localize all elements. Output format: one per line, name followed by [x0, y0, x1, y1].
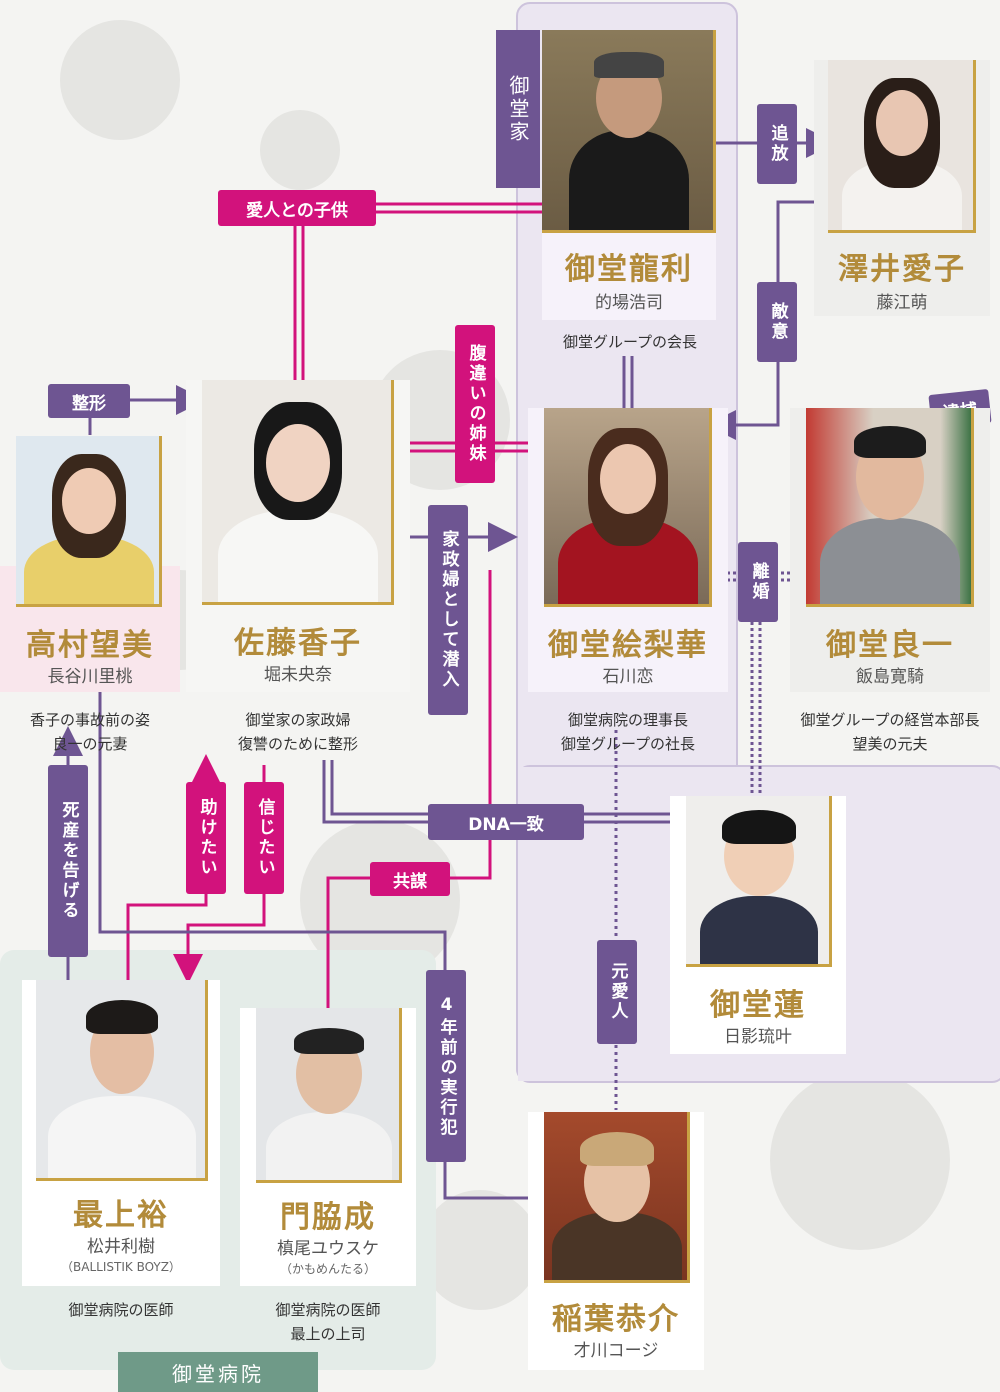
name-monwaki: 門脇成 — [280, 1200, 376, 1235]
desc-erika-line2: 御堂グループの社長 — [560, 735, 696, 753]
desc-mogami: 御堂病院の医師 — [68, 1301, 174, 1319]
desc-kyoko: 御堂家の家政婦 復讐のために整形 — [196, 708, 400, 756]
actor-erika: 石川恋 — [602, 667, 654, 687]
name-nozomi: 高村望美 — [26, 628, 154, 663]
card-erika[interactable]: 御堂絵梨華 石川恋 — [528, 408, 728, 692]
desc-monwaki: 御堂病院の医師 最上の上司 — [228, 1298, 428, 1346]
line-hannin — [98, 685, 546, 1200]
desc-ryoichi-line1: 御堂グループの経営本部長 — [800, 711, 980, 729]
actor-ryoichi: 飯島寛騎 — [856, 667, 924, 687]
card-aiko[interactable]: 澤井愛子 藤江萌 — [814, 60, 990, 316]
card-kyoko[interactable]: 佐藤香子 堀未央奈 — [186, 380, 410, 692]
hospital-zone-label: 御堂病院 — [118, 1352, 318, 1392]
desc-ryoichi: 御堂グループの経営本部長 望美の元夫 — [780, 708, 1000, 756]
label-dna: DNA一致 — [428, 804, 584, 840]
name-erika: 御堂絵梨華 — [548, 628, 708, 663]
portrait-inaba — [544, 1112, 690, 1280]
line-ryuri-erika — [622, 356, 634, 410]
actor-nozomi: 長谷川里桃 — [47, 667, 133, 687]
desc-erika-line1: 御堂病院の理事長 — [567, 711, 688, 729]
actor-inaba: 才川コージ — [573, 1341, 659, 1361]
portrait-ryoichi — [806, 408, 974, 604]
name-aiko: 澤井愛子 — [838, 252, 966, 287]
portrait-ryuri — [542, 30, 716, 230]
desc-nozomi-line1: 香子の事故前の姿 — [29, 711, 150, 729]
desc-nozomi: 香子の事故前の姿 良一の元妻 — [0, 708, 180, 756]
portrait-mogami — [36, 980, 208, 1178]
name-kyoko: 佐藤香子 — [234, 626, 362, 661]
label-kaseifu: 家政婦として潜入 — [428, 505, 468, 715]
name-mogami: 最上裕 — [73, 1198, 169, 1233]
label-aijin: 愛人との子供 — [218, 190, 376, 226]
label-teki: 敵意 — [757, 282, 797, 362]
card-nozomi[interactable]: 高村望美 長谷川里桃 — [0, 436, 180, 692]
sub-monwaki: （かもめんたる） — [279, 1262, 376, 1276]
actor-aiko: 藤江萌 — [876, 293, 928, 313]
portrait-aiko — [828, 60, 976, 230]
actor-monwaki: 槙尾ユウスケ — [277, 1239, 379, 1259]
portrait-monwaki — [256, 1008, 402, 1180]
actor-ren: 日影琉叶 — [724, 1027, 792, 1047]
label-rikon: 離婚 — [738, 542, 778, 622]
name-ryuri: 御堂龍利 — [565, 252, 693, 287]
card-mogami[interactable]: 最上裕 松井利樹 （BALLISTIK BOYZ） — [22, 980, 220, 1286]
desc-nozomi-line2: 良一の元妻 — [52, 735, 128, 753]
label-tasuke: 助けたい — [186, 782, 226, 894]
name-ryoichi: 御堂良一 — [826, 628, 954, 663]
label-seikei: 整形 — [48, 384, 130, 418]
card-ryoichi[interactable]: 御堂良一 飯島寛騎 — [790, 408, 990, 692]
desc-erika: 御堂病院の理事長 御堂グループの社長 — [520, 708, 736, 756]
label-tsuiho: 追放 — [757, 104, 797, 184]
desc-kyoko-line2: 復讐のために整形 — [237, 735, 358, 753]
family-zone-label: 御堂家 — [496, 30, 540, 188]
actor-ryuri: 的場浩司 — [595, 293, 663, 313]
card-ren[interactable]: 御堂蓮 日影琉叶 — [670, 796, 846, 1054]
line-rikon-ren — [750, 610, 762, 795]
sub-mogami: （BALLISTIK BOYZ） — [61, 1260, 181, 1274]
label-harachigai: 腹違いの姉妹 — [455, 325, 495, 483]
portrait-kyoko — [202, 380, 394, 602]
desc-kyoko-line1: 御堂家の家政婦 — [245, 711, 351, 729]
label-kyobo: 共謀 — [370, 862, 450, 896]
desc-monwaki-line2: 最上の上司 — [290, 1325, 366, 1343]
portrait-erika — [544, 408, 712, 604]
desc-monwaki-line1: 御堂病院の医師 — [275, 1301, 381, 1319]
desc-ryoichi-line2: 望美の元夫 — [852, 735, 928, 753]
name-ren: 御堂蓮 — [710, 988, 806, 1023]
portrait-nozomi — [16, 436, 162, 604]
portrait-ren — [686, 796, 832, 964]
label-motoaijin: 元愛人 — [597, 940, 637, 1044]
label-shizan: 死産を告げる — [48, 765, 88, 957]
label-hannin: 4年前の実行犯 — [426, 970, 466, 1162]
label-shinji: 信じたい — [244, 782, 284, 894]
actor-mogami: 松井利樹 — [87, 1237, 155, 1257]
desc-ryuri: 御堂グループの会長 — [562, 333, 698, 351]
card-ryuri[interactable]: 御堂龍利 的場浩司 — [542, 30, 716, 320]
name-inaba: 稲葉恭介 — [552, 1302, 680, 1337]
card-inaba[interactable]: 稲葉恭介 才川コージ — [528, 1112, 704, 1370]
actor-kyoko: 堀未央奈 — [264, 665, 332, 685]
card-monwaki[interactable]: 門脇成 槙尾ユウスケ （かもめんたる） — [240, 1008, 416, 1286]
